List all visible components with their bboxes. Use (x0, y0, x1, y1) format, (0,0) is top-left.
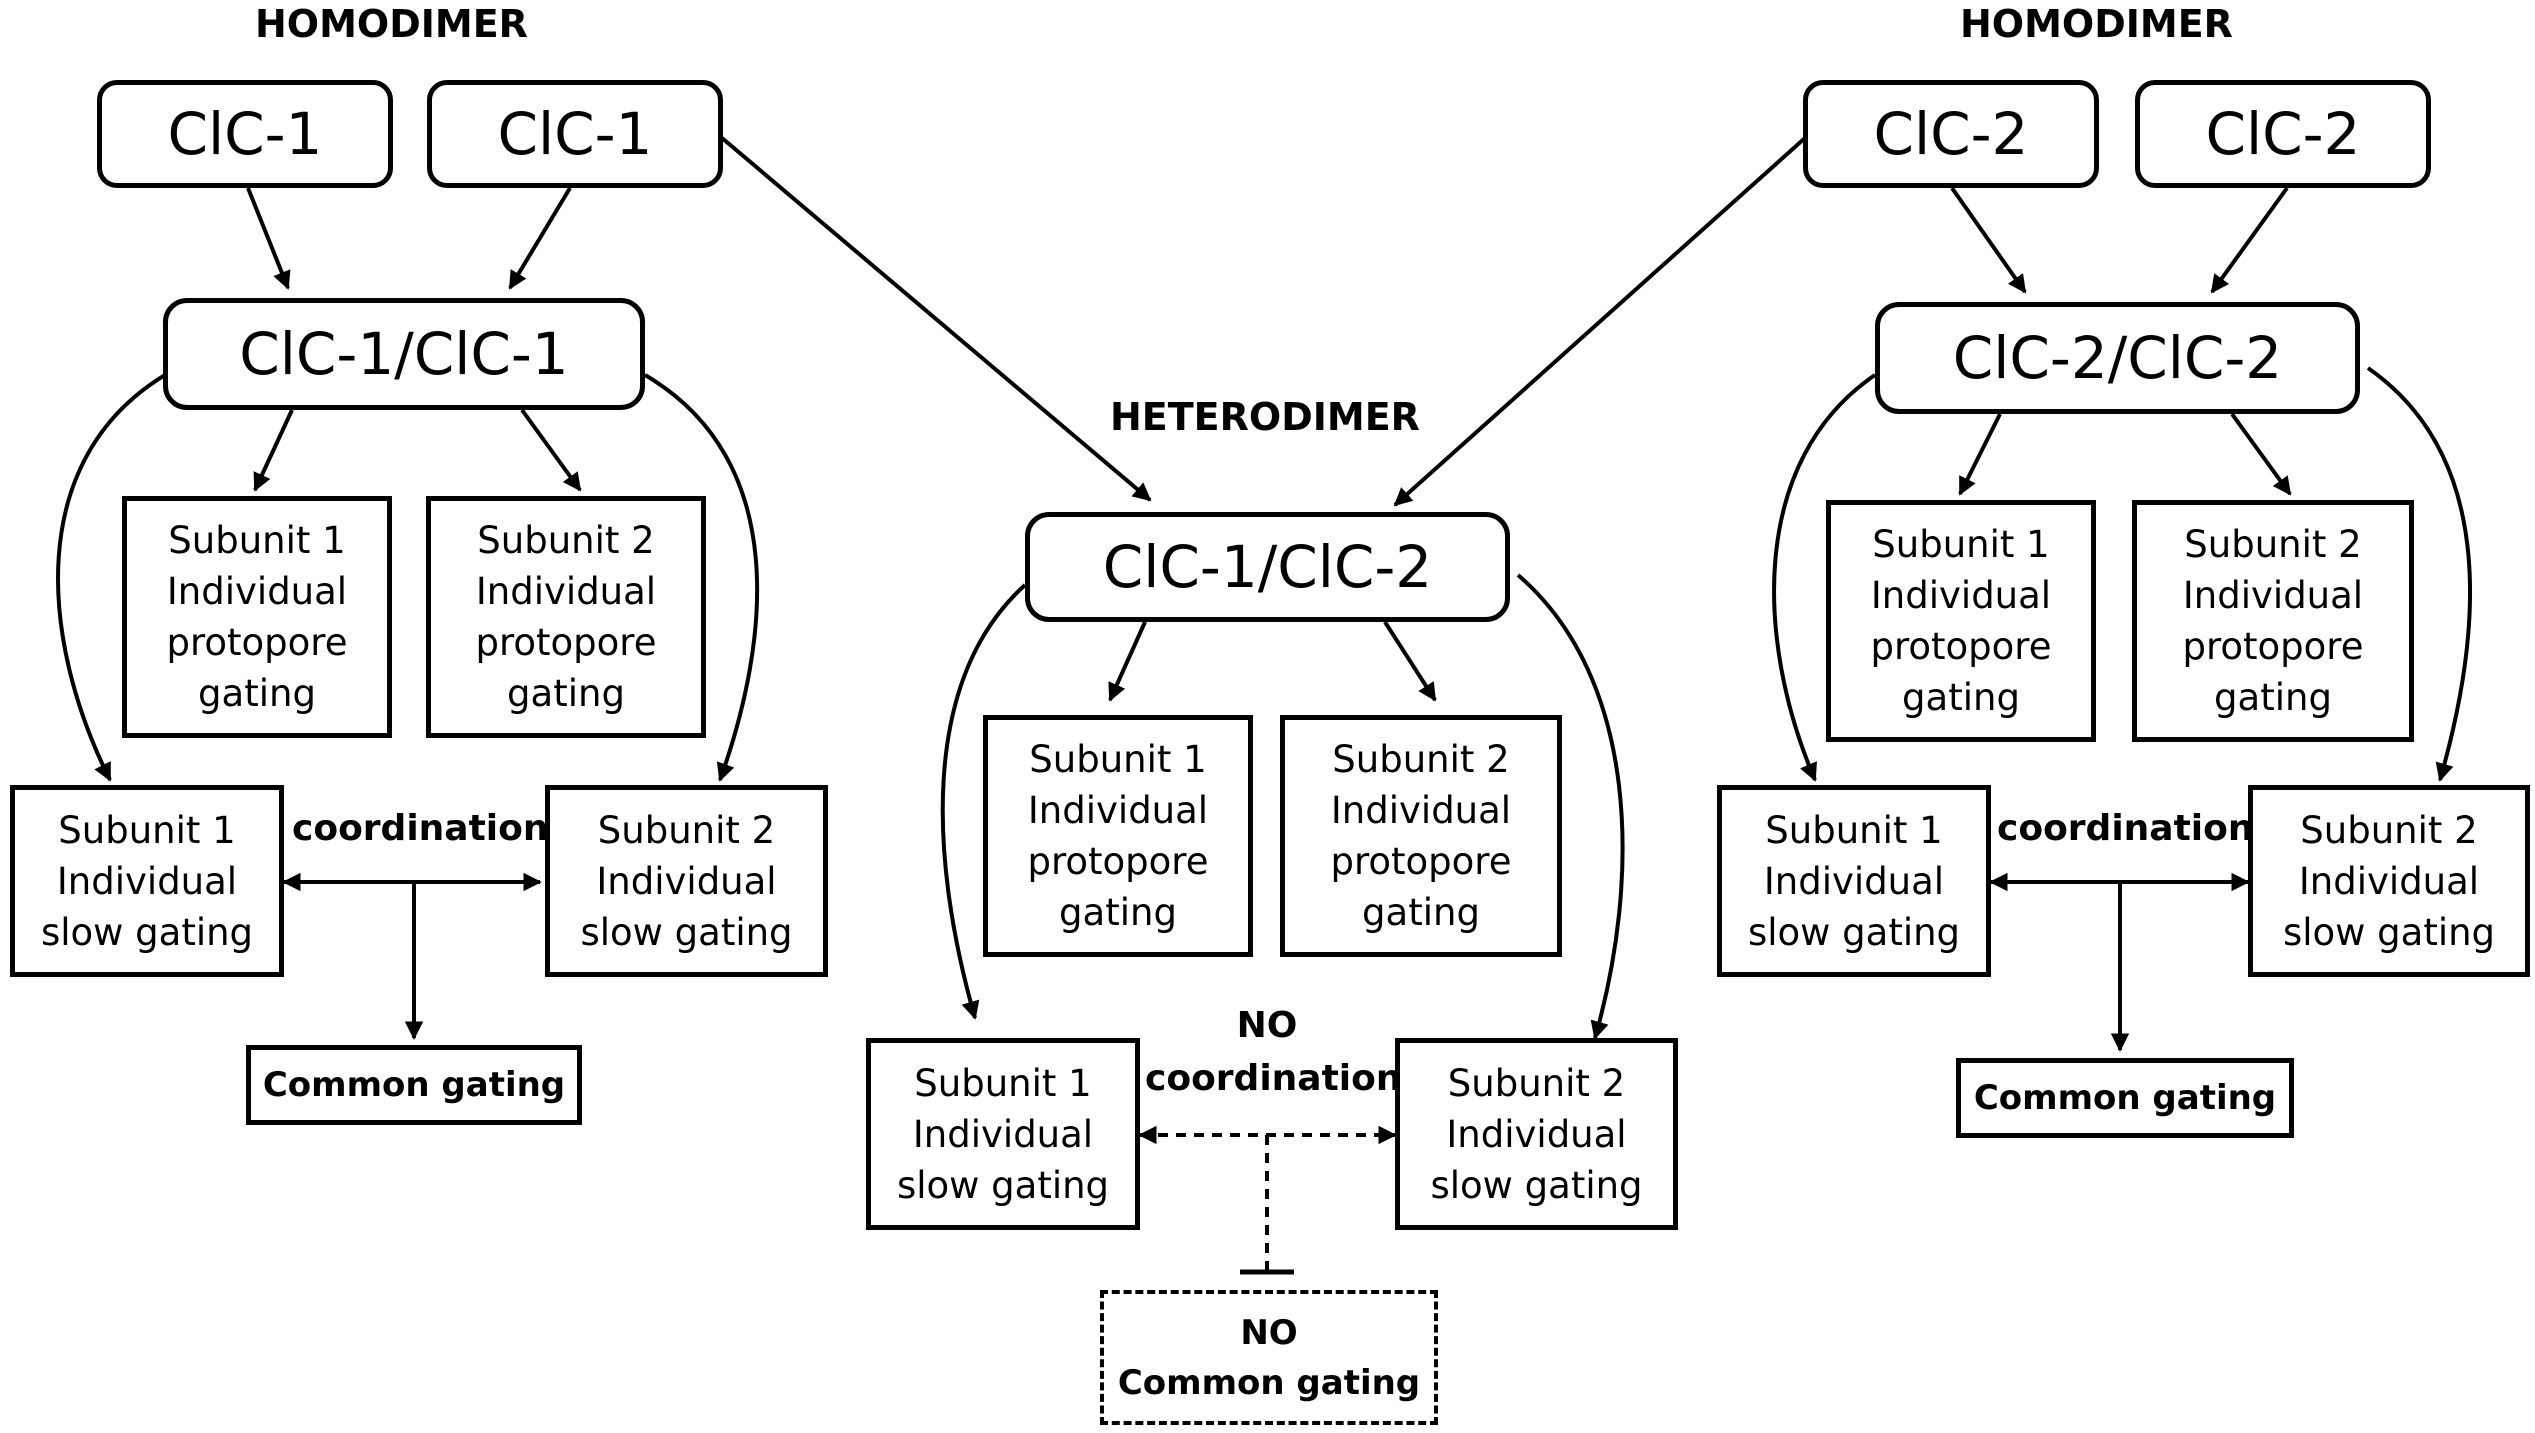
clc1-monomer-b: ClC-1 (427, 80, 723, 188)
arrow-heterodimer-to-slow1 (940, 583, 1027, 1020)
clc1-clc2-heterodimer: ClC-1/ClC-2 (1025, 512, 1510, 622)
left-common-gating: Common gating (246, 1045, 582, 1125)
coordination-label-right: coordination (1997, 808, 2254, 849)
clc1-homodimer: ClC-1/ClC-1 (163, 298, 645, 410)
arrow-dimer2-to-slow2 (2366, 366, 2472, 782)
arrow-heterodimer-to-proto1 (1108, 621, 1147, 702)
arrow-clc2a-to-heterodimer (1393, 136, 1807, 507)
clc1-monomer-a: ClC-1 (97, 80, 393, 188)
heterodimer-label: HETERODIMER (1110, 395, 1420, 439)
clc2-homodimer: ClC-2/ClC-2 (1875, 302, 2360, 414)
arrow-dimer1-to-slow1 (56, 373, 167, 782)
arrow-heterodimer-to-proto2 (1383, 620, 1437, 702)
clc2-monomer-a: ClC-2 (1803, 80, 2099, 188)
homodimer-right-label: HOMODIMER (1960, 2, 2233, 46)
arrow-clc1b-to-heterodimer (720, 136, 1152, 502)
arrow-dimer1-to-proto1 (253, 409, 294, 492)
homodimer-left-label: HOMODIMER (255, 2, 528, 46)
arrow-heterodimer-to-slow2 (1516, 573, 1625, 1040)
coordination-label-left: coordination (292, 808, 549, 849)
arrow-dimer2-to-proto2 (2230, 412, 2292, 496)
right-common-gating: Common gating (1956, 1058, 2294, 1138)
arrow-dimer2-to-slow1 (1772, 373, 1877, 782)
clc2-monomer-b: ClC-2 (2135, 80, 2431, 188)
arrow-clc1b-to-dimer (508, 186, 572, 290)
no-coordination-label: NO coordination (1145, 1005, 1402, 1099)
arrow-clc1a-to-dimer (246, 187, 291, 290)
arrow-clc2a-to-dimer (1950, 186, 2027, 294)
arrow-dimer1-to-proto2 (520, 408, 582, 492)
arrow-dimer1-to-slow2 (643, 373, 760, 782)
arrow-dimer2-to-proto1 (1958, 413, 2002, 496)
arrow-clc2b-to-dimer (2210, 186, 2289, 294)
